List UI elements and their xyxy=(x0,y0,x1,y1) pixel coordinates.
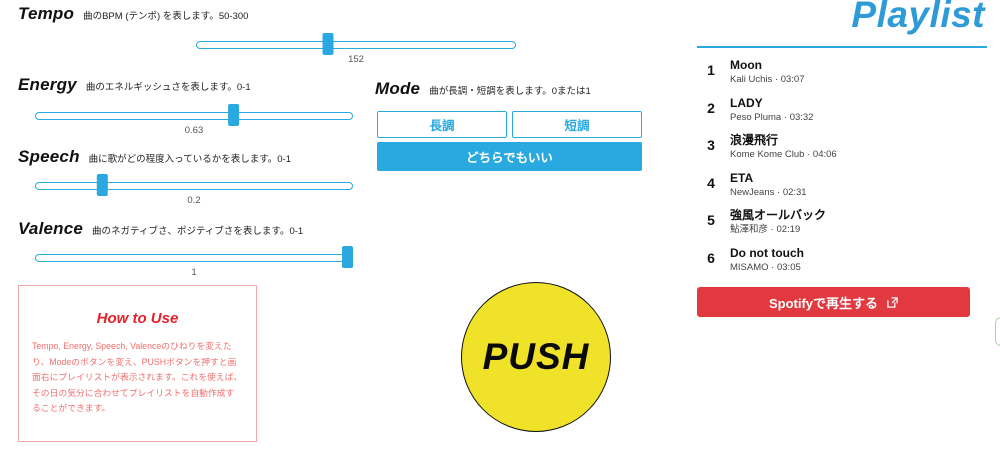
speech-title: Speech xyxy=(18,147,80,166)
how-to-use-body: Tempo, Energy, Speech, Valenceのひねりを変えたり、… xyxy=(32,341,243,413)
track-subtitle: 鮎澤和彦 · 02:19 xyxy=(730,224,801,235)
energy-slider[interactable]: 0.63 xyxy=(35,104,353,136)
track-subtitle: Kali Uchis · 03:07 xyxy=(730,74,805,85)
tempo-slider-thumb[interactable] xyxy=(322,33,334,55)
valence-section-header: Valence 曲のネガティブさ、ポジティブさを表します。0-1 xyxy=(18,219,303,239)
track-title: 強風オールバック xyxy=(730,208,827,222)
playlist-track-row[interactable]: 3 浪漫飛行 Kome Kome Club · 04:06 xyxy=(697,133,987,165)
subtitle-separator: · xyxy=(768,262,777,273)
tempo-section-header: Tempo 曲のBPM (テンポ) を表します。50-300 xyxy=(18,4,248,24)
playlist-track-row[interactable]: 6 Do not touch MISAMO · 03:05 xyxy=(697,246,987,278)
speech-slider-thumb[interactable] xyxy=(96,174,108,196)
track-subtitle: MISAMO · 03:05 xyxy=(730,262,801,273)
valence-slider[interactable]: 1 xyxy=(35,246,353,278)
playlist-track-row[interactable]: 5 強風オールバック 鮎澤和彦 · 02:19 xyxy=(697,208,987,240)
subtitle-separator: · xyxy=(768,224,777,235)
valence-slider-value: 1 xyxy=(191,267,197,278)
track-title: LADY xyxy=(730,96,763,110)
playlist-track-row[interactable]: 1 Moon Kali Uchis · 03:07 xyxy=(697,58,987,90)
track-number: 6 xyxy=(707,250,715,266)
tempo-description: 曲のBPM (テンポ) を表します。50-300 xyxy=(83,11,249,22)
track-title: Do not touch xyxy=(730,246,804,260)
valence-title: Valence xyxy=(18,219,84,238)
valence-slider-thumb[interactable] xyxy=(342,246,353,268)
valence-description: 曲のネガティブさ、ポジティブさを表します。0-1 xyxy=(92,226,304,237)
playlist-panel: Playlist 1 Moon Kali Uchis · 03:07 2 LAD… xyxy=(697,0,987,459)
mode-description: 曲が長調・短調を表します。0または1 xyxy=(429,86,591,97)
playlist-track-row[interactable]: 2 LADY Peso Pluma · 03:32 xyxy=(697,96,987,128)
speech-section-header: Speech 曲に歌がどの程度入っているかを表します。0-1 xyxy=(18,147,291,167)
mode-either-button[interactable]: どちらでもいい xyxy=(377,142,642,171)
mode-major-button[interactable]: 長調 xyxy=(377,111,507,138)
track-subtitle: Kome Kome Club · 04:06 xyxy=(730,149,837,160)
track-number: 3 xyxy=(707,137,715,153)
track-title: 浪漫飛行 xyxy=(730,133,779,147)
valence-slider-track[interactable] xyxy=(35,254,353,262)
energy-section-header: Energy 曲のエネルギッシュさを表します。0-1 xyxy=(18,75,251,95)
how-to-use-title: How to Use xyxy=(96,310,179,327)
track-number: 5 xyxy=(707,212,715,228)
subtitle-separator: · xyxy=(772,74,781,85)
track-subtitle: Peso Pluma · 03:32 xyxy=(730,112,814,123)
subtitle-separator: · xyxy=(804,149,813,160)
track-number: 2 xyxy=(707,100,715,116)
tempo-slider[interactable]: 152 xyxy=(196,33,516,65)
subtitle-separator: · xyxy=(781,112,790,123)
track-number: 1 xyxy=(707,62,715,78)
mode-section-header: Mode 曲が長調・短調を表します。0または1 xyxy=(375,79,591,99)
subtitle-separator: · xyxy=(774,187,783,198)
energy-slider-thumb[interactable] xyxy=(228,104,240,126)
energy-slider-value: 0.63 xyxy=(184,125,204,136)
how-to-use-box: How to Use Tempo, Energy, Speech, Valenc… xyxy=(18,285,257,442)
spotify-button-label: Spotifyで再生する xyxy=(768,295,879,311)
speech-description: 曲に歌がどの程度入っているかを表します。0-1 xyxy=(88,154,291,165)
energy-title: Energy xyxy=(18,75,77,94)
track-title: Moon xyxy=(730,58,762,72)
speech-slider-track[interactable] xyxy=(35,182,353,190)
track-subtitle: NewJeans · 02:31 xyxy=(730,187,807,198)
push-button[interactable]: PUSH xyxy=(461,282,611,432)
energy-description: 曲のエネルギッシュさを表します。0-1 xyxy=(85,82,251,93)
energy-slider-track[interactable] xyxy=(35,112,353,120)
track-title: ETA xyxy=(730,171,754,185)
mode-title: Mode xyxy=(375,79,421,98)
playlist-divider xyxy=(697,46,987,48)
track-number: 4 xyxy=(707,175,715,191)
mode-minor-button[interactable]: 短調 xyxy=(512,111,642,138)
tempo-title: Tempo xyxy=(18,4,75,23)
tempo-slider-value: 152 xyxy=(348,54,364,65)
play-on-spotify-button[interactable]: Spotifyで再生する xyxy=(697,287,970,317)
playlist-title: Playlist xyxy=(851,0,985,35)
external-link-icon xyxy=(887,296,898,308)
playlist-track-row[interactable]: 4 ETA NewJeans · 02:31 xyxy=(697,171,987,203)
speech-slider[interactable]: 0.2 xyxy=(35,174,353,206)
push-button-label: PUSH xyxy=(482,336,590,377)
tempo-slider-track[interactable] xyxy=(196,41,516,49)
speech-slider-value: 0.2 xyxy=(187,195,201,206)
edge-clipped-widget[interactable] xyxy=(995,317,1000,346)
